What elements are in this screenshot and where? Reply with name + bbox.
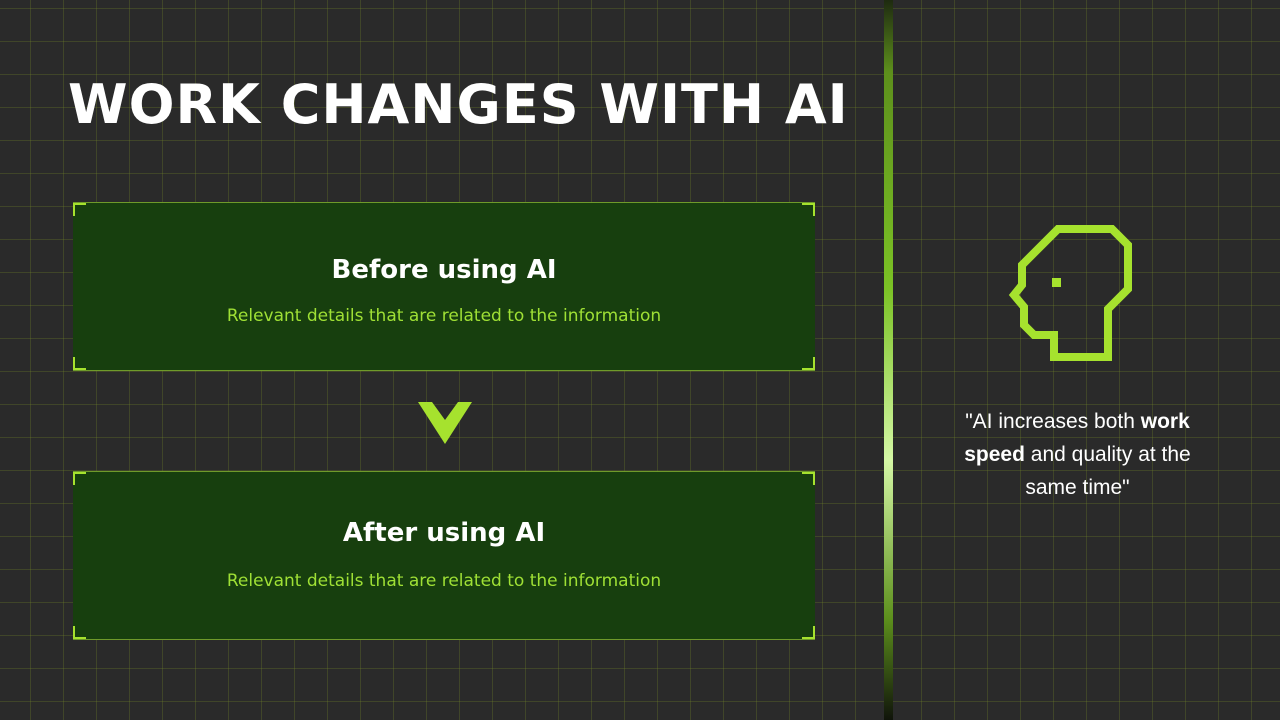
quote-suffix: and quality at the same time" [1024, 443, 1191, 499]
quote-emphasis: work speed [964, 410, 1190, 466]
corner-bracket [802, 203, 815, 216]
after-ai-description: Relevant details that are related to the… [226, 571, 662, 591]
corner-bracket [73, 626, 86, 639]
after-ai-heading: After using AI [342, 518, 546, 548]
corner-bracket [802, 357, 815, 370]
slide-title: WORK CHANGES WITH AI [68, 73, 849, 136]
chevron-down-icon [418, 402, 472, 444]
corner-bracket [73, 472, 86, 485]
quote-prefix: "AI increases both [965, 410, 1141, 433]
before-ai-card: Before using AI Relevant details that ar… [73, 202, 815, 371]
vertical-glow-divider [884, 0, 893, 720]
quote-text: "AI increases both work speed and qualit… [955, 405, 1200, 504]
corner-bracket [802, 626, 815, 639]
before-ai-heading: Before using AI [331, 255, 557, 285]
corner-bracket [73, 203, 86, 216]
human-head-profile-icon [1008, 225, 1132, 361]
before-ai-description: Relevant details that are related to the… [226, 306, 662, 326]
after-ai-card: After using AI Relevant details that are… [73, 471, 815, 640]
corner-bracket [802, 472, 815, 485]
corner-bracket [73, 357, 86, 370]
